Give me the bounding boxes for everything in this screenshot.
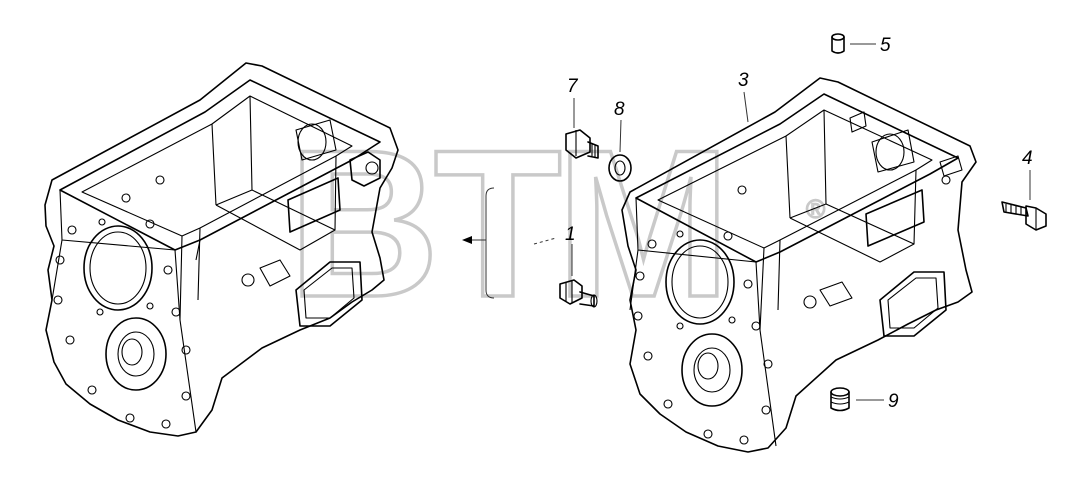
- callouts: 7 8 3 1 4 5 9: [565, 35, 1033, 412]
- pin-part-5-icon: [831, 33, 845, 54]
- bolt-part-4-icon: [1001, 201, 1047, 231]
- plug-part-7-icon: [565, 129, 599, 159]
- watermark-registered-mark: ®: [806, 194, 825, 224]
- watermark: BTM ®: [286, 104, 826, 343]
- callout-9: 9: [888, 391, 899, 412]
- washer-part-8-icon: [608, 154, 632, 182]
- leader-lines: [571, 43, 1031, 401]
- callout-1: 1: [565, 224, 576, 245]
- assembly-bracket: [462, 187, 557, 299]
- watermark-text: BTM: [288, 106, 725, 341]
- gearbox-housing-right-icon: [621, 77, 977, 453]
- callout-3: 3: [738, 70, 749, 91]
- fitting-part-9-icon: [830, 387, 850, 412]
- callout-7: 7: [567, 76, 579, 97]
- callout-8: 8: [614, 99, 625, 120]
- plug-part-1-icon: [559, 279, 598, 308]
- callout-4: 4: [1022, 148, 1033, 169]
- callout-5: 5: [880, 35, 891, 56]
- gearbox-housing-left-icon: [44, 62, 399, 437]
